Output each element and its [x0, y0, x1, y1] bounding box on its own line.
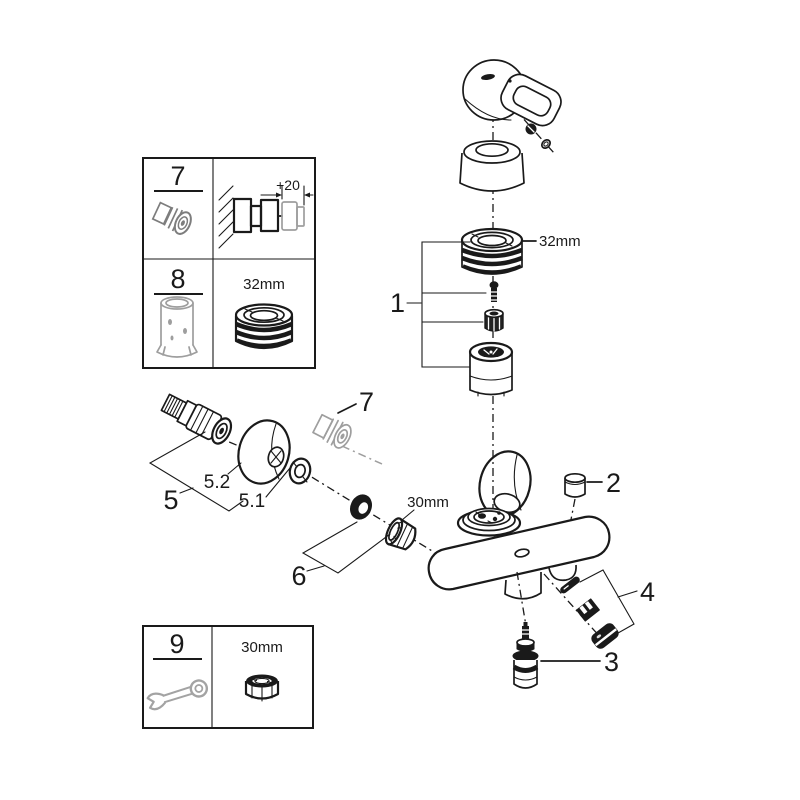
- callout-7-leader: [337, 403, 357, 414]
- lever-handle: [462, 59, 562, 127]
- diverter-kit: [560, 576, 619, 649]
- faucet-body: [427, 515, 611, 600]
- s-union: [160, 393, 233, 445]
- kit-pin: [560, 576, 580, 594]
- extension-adapter-ghost: [312, 413, 352, 449]
- callout-4-bracket: [579, 569, 638, 638]
- body-escutcheon-disc: [478, 450, 532, 518]
- stop-ring: [564, 472, 586, 498]
- adapter-ghost-axis: [341, 445, 383, 465]
- accessory-7-number: 7: [170, 161, 185, 191]
- callout-6-label: 6: [291, 561, 306, 591]
- handle-screw: [525, 123, 551, 149]
- union-nut-30mm: [384, 517, 417, 551]
- callout-5-label: 5: [163, 485, 178, 515]
- diverter-kit-axis: [543, 573, 602, 639]
- handle-cap: [459, 140, 525, 192]
- cartridge-adapter-nut: [484, 308, 504, 332]
- callout-2-label: 2: [606, 468, 621, 498]
- callout-6-bracket: [301, 521, 391, 574]
- wall-offset-label: +20: [276, 177, 300, 193]
- body-hole: [514, 548, 530, 558]
- left-group-axis: [195, 427, 451, 563]
- dimension-lines: [260, 185, 314, 206]
- nut-size-label: 30mm: [407, 494, 449, 511]
- callout-4-label: 4: [640, 577, 655, 607]
- check-valve: [350, 494, 372, 520]
- accessory-9-number: 9: [169, 629, 184, 659]
- extension-tube-icon: [156, 296, 198, 358]
- nut-size-leader: [401, 509, 415, 521]
- callout-7-label: 7: [359, 387, 374, 417]
- adapter-icon: [151, 201, 192, 235]
- callout-5-1-label: 5.1: [239, 491, 265, 512]
- cartridge-ring: [460, 227, 524, 275]
- diverter-housing: [504, 572, 542, 600]
- accessory-8-number: 8: [170, 264, 185, 294]
- diverter-cartridge: [512, 622, 539, 689]
- wall-hatch: [218, 185, 234, 249]
- accessory-8-ring-size: 32mm: [243, 276, 285, 293]
- kit-cap: [591, 623, 619, 649]
- seal-washer: [288, 457, 312, 485]
- cartridge-seat: [456, 507, 522, 537]
- wall-mount-diagram: +20: [218, 177, 314, 249]
- handle-slot: [481, 73, 495, 81]
- accessory-box-7-8: 7 +20 8: [142, 157, 316, 369]
- callout-5-2-leader: [227, 462, 242, 475]
- callout-1-bracket: [406, 241, 487, 368]
- kit-clip: [576, 598, 600, 622]
- callout-1-label: 1: [390, 288, 405, 318]
- wall-escutcheon: [237, 419, 291, 485]
- accessory-9-nut-size: 30mm: [241, 639, 283, 656]
- outlet-boss: [548, 564, 577, 582]
- cartridge: [468, 341, 514, 397]
- callout-3-label: 3: [604, 647, 619, 677]
- ring-size-label: 32mm: [539, 233, 581, 250]
- accessory-box-9: 9 30mm: [142, 625, 314, 729]
- callout-5-2-label: 5.2: [204, 472, 230, 493]
- cartridge-screw: [489, 281, 499, 302]
- nut-30mm-icon: [244, 674, 280, 702]
- callout-5-1-leader: [265, 467, 291, 498]
- wrench-icon: [146, 679, 209, 711]
- callout-5-bracket: [148, 431, 244, 512]
- ring-32mm-icon: [234, 303, 294, 350]
